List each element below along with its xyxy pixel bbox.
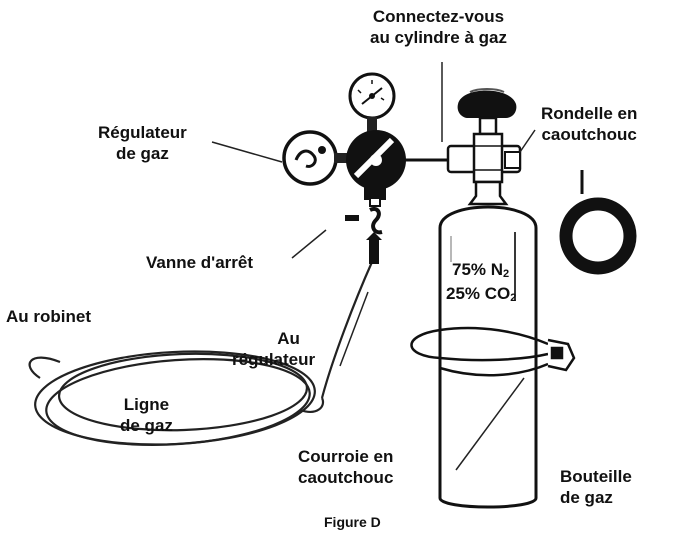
rubber-washer: [559, 170, 637, 275]
gas-line-line1: Ligne: [123, 395, 170, 414]
to-faucet-label: Au robinet: [6, 307, 91, 326]
to-regulator-line1: Au: [277, 329, 300, 348]
figure-caption: Figure D: [324, 514, 381, 530]
shutoff-valve-label: Vanne d'arrêt: [146, 253, 254, 272]
to-regulator-label: Au régulateur: [232, 328, 315, 370]
bottle-line1: Bouteille: [560, 467, 632, 486]
n2-percent: 75%: [452, 260, 487, 279]
n2-formula: N: [490, 260, 504, 279]
co2-subscript: 2: [510, 292, 517, 304]
cylinder-valve-knob: [457, 88, 517, 136]
cylinder-body: [438, 205, 538, 509]
n2-composition: 75% N2: [452, 260, 509, 284]
rubber-washer-label: Rondelle en caoutchouc: [541, 103, 637, 145]
rubber-strap-label: Courroie en caoutchouc: [298, 446, 393, 488]
washer-line2: caoutchouc: [541, 125, 637, 144]
cylinder-valve-block: [446, 132, 522, 184]
gas-cylinder: [410, 88, 576, 509]
co2-formula: CO: [484, 284, 511, 303]
strap-line1: Courroie en: [298, 447, 394, 466]
strap-line2: caoutchouc: [298, 468, 394, 487]
gas-line-label: Ligne de gaz: [120, 394, 173, 436]
washer-line1: Rondelle en: [541, 104, 638, 123]
regulator-line1: Régulateur: [98, 123, 187, 142]
connect-line2: au cylindre à gaz: [370, 28, 507, 47]
gas-bottle-label: Bouteille de gaz: [560, 466, 632, 508]
connect-to-cylinder-label: Connectez-vous au cylindre à gaz: [370, 6, 507, 48]
rubber-strap: [410, 326, 576, 377]
top-pressure-gauge: [348, 72, 396, 135]
co2-composition: 25% CO2: [446, 284, 516, 308]
left-pressure-gauge: [282, 130, 350, 186]
gas-line-coil: [28, 261, 374, 446]
connect-line1: Connectez-vous: [372, 7, 505, 26]
regulator-line2: de gaz: [115, 144, 169, 163]
regulator-label: Régulateur de gaz: [98, 122, 187, 164]
co2-percent: 25%: [446, 284, 481, 303]
n2-subscript: 2: [503, 268, 510, 280]
to-regulator-line2: régulateur: [232, 350, 316, 369]
shutoff-valve: [345, 207, 383, 264]
bottle-line2: de gaz: [560, 488, 613, 507]
leader-lines: [211, 62, 536, 367]
regulator-assembly: [282, 72, 450, 264]
regulator-body: [346, 130, 406, 207]
gas-line-line2: de gaz: [120, 416, 173, 435]
